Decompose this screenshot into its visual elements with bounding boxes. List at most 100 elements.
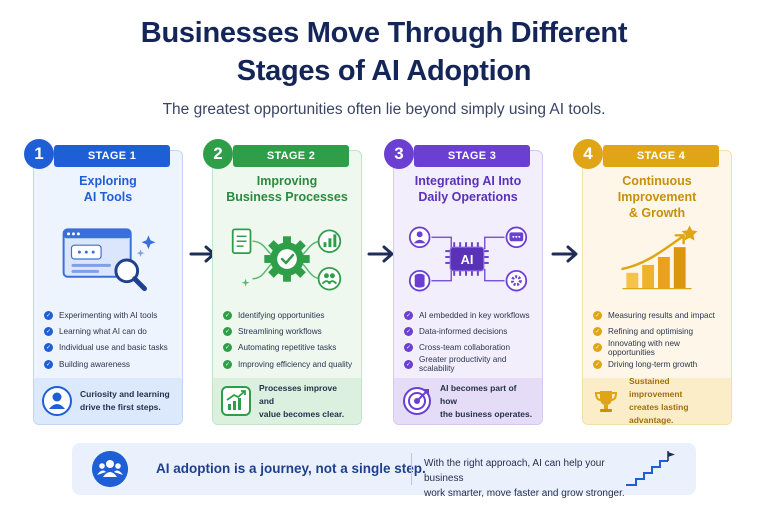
page-title: Businesses Move Through Different Stages… — [0, 14, 768, 90]
stage-4-number: 4 — [573, 139, 603, 169]
team-icon — [92, 451, 128, 487]
title-line-2: Stages of AI Adoption — [236, 55, 532, 87]
footer-line-1: Processes improve and — [259, 382, 337, 406]
person-icon — [42, 386, 72, 416]
footer-line-2: the business operates. — [440, 408, 533, 419]
stage-4-title-line-1: Continuous Improvement — [617, 174, 697, 204]
stage-3-tag: STAGE 3 — [414, 145, 530, 167]
bullet-text: Learning what AI can do — [59, 326, 147, 336]
stage-2-footer: Processes improve and value becomes clea… — [213, 378, 361, 424]
stage-3-bullets: ✓ AI embedded in key workflows ✓Data-info… — [404, 307, 538, 374]
stage-2-bullets: ✓ Identifying opportunities ✓ Streamlining… — [223, 307, 357, 372]
check-icon: ✓ — [593, 359, 602, 369]
bullet-text: Streamlining workflows — [238, 326, 322, 336]
stage-2-title: Improving Business Processes — [213, 173, 361, 205]
list-item: ✓ Identifying opportunities — [223, 307, 357, 323]
subtitle: The greatest opportunities often lie bey… — [162, 101, 606, 118]
list-item: ✓Individual use and basic tasks — [44, 340, 178, 356]
bullet-text: Identifying opportunities — [238, 310, 325, 320]
check-icon: ✓ — [223, 310, 232, 320]
list-item: ✓ Automating repetitive tasks — [223, 340, 357, 356]
stage-2-footer-text: Processes improve and value becomes clea… — [259, 382, 353, 421]
check-icon: ✓ — [44, 310, 53, 320]
stage-3-title-line-1: Integrating AI Into — [414, 174, 522, 188]
title-line-1: Businesses Move Through Different — [140, 17, 628, 49]
ai-chip-label: AI — [461, 252, 474, 267]
footer-line-1: Sustained improvement — [629, 376, 683, 399]
list-item: ✓ Experimenting with AI tools — [44, 307, 178, 323]
bullet-text: Individual use and basic tasks — [59, 343, 168, 353]
stage-2-card: 2 STAGE 2 Improving Business Processes — [203, 139, 362, 425]
stage-1-footer-text: Curiosity and learning drive the first s… — [80, 388, 170, 414]
check-icon: ✓ — [404, 359, 413, 369]
stage-4-title-line-2: & Growth — [628, 206, 686, 220]
trophy-icon — [594, 391, 618, 412]
bullet-text: Innovating with new opportunities — [608, 338, 680, 357]
list-item: ✓ Driving long-term growth — [593, 356, 727, 372]
journey-banner: AI adoption is a journey, not a single s… — [72, 443, 696, 499]
bullet-text: Experimenting with AI tools — [59, 310, 158, 320]
growth-chart-icon — [221, 386, 251, 416]
list-item: ✓ Learning what AI can do — [44, 323, 178, 339]
bullet-text: Cross-team collaboration — [419, 343, 511, 353]
list-item: ✓ AI embedded in key workflows — [404, 307, 538, 323]
gear-process-illustration — [213, 219, 361, 299]
stage-3-footer-text: AI becomes part of how the business oper… — [440, 382, 534, 421]
stage-1-bullets: ✓ Experimenting with AI tools ✓ Learning w… — [44, 307, 178, 372]
bullet-text: Measuring results and impact — [608, 310, 715, 320]
arrow-right-icon — [367, 245, 394, 263]
stage-3-card: 3 STAGE 3 Integrating AI Into Daily Oper… — [384, 139, 543, 425]
stage-1-number: 1 — [24, 139, 54, 169]
target-icon — [403, 387, 431, 415]
banner-side-line-1: With the right approach, AI can help you… — [424, 458, 605, 484]
bullet-text: Driving long-term growth — [608, 359, 698, 369]
check-icon: ✓ — [593, 343, 602, 353]
stage-1-tag: STAGE 1 — [54, 145, 170, 167]
ai-chip-network-illustration: AI — [394, 219, 542, 299]
list-item: ✓ Greater productivity and scalability — [404, 355, 538, 374]
check-icon: ✓ — [404, 326, 413, 336]
stage-4-tag: STAGE 4 — [603, 145, 719, 167]
footer-line-2: drive the first steps. — [80, 402, 161, 412]
stage-2-title-line-2: Business Processes — [226, 190, 348, 204]
list-item: ✓ Measuring results and impact — [593, 307, 727, 323]
stage-4-footer: Sustained improvement creates lasting ad… — [583, 375, 731, 427]
check-icon: ✓ — [404, 343, 413, 353]
check-icon: ✓ — [44, 359, 53, 369]
footer-line-1: AI becomes part of how — [440, 382, 517, 406]
stage-3-footer: AI becomes part of how the business oper… — [394, 378, 542, 424]
stage-3-number: 3 — [384, 139, 414, 169]
bullet-text: Greater productivity and scalability — [419, 355, 507, 374]
footer-line-2: creates lasting advantage. — [629, 402, 689, 425]
arrow-right-icon — [551, 245, 578, 263]
banner-side-line-2: work smarter, move faster and grow stron… — [424, 488, 625, 499]
stage-4-card: 4 STAGE 4 Continuous Improvement & Growt… — [573, 139, 732, 427]
stage-4-footer-text: Sustained improvement creates lasting ad… — [629, 375, 723, 427]
stage-3-title-line-2: Daily Operations — [418, 190, 518, 204]
check-icon: ✓ — [223, 359, 232, 369]
stairs-flag-icon — [626, 451, 675, 486]
list-item: ✓Data-informed decisions — [404, 323, 538, 339]
check-icon: ✓ — [223, 343, 232, 353]
check-icon: ✓ — [223, 326, 232, 336]
list-item: ✓ Innovating with new opportunities — [593, 338, 727, 357]
bullet-text: Building awareness — [59, 359, 131, 369]
check-icon: ✓ — [593, 310, 602, 320]
bullet-text: Refining and optimising — [608, 326, 694, 336]
footer-line-1: Curiosity and learning — [80, 389, 170, 399]
check-icon: ✓ — [404, 310, 413, 320]
check-icon: ✓ — [44, 326, 53, 336]
bullet-text: Automating repetitive tasks — [238, 343, 337, 353]
browser-magnifier-illustration — [34, 219, 182, 299]
bullet-text: AI embedded in key workflows — [419, 310, 530, 320]
banner-divider — [411, 453, 412, 485]
list-item: ✓ Cross-team collaboration — [404, 340, 538, 356]
stage-1-title-line-2: AI Tools — [83, 190, 133, 204]
stage-1-card: 1 STAGE 1 Exploring AI Tools ✓ Experiment… — [24, 139, 183, 425]
stage-2-title-line-1: Improving — [256, 174, 318, 188]
stage-1-title: Exploring AI Tools — [34, 173, 182, 205]
list-item: ✓ Refining and optimising — [593, 323, 727, 339]
stage-1-title-line-1: Exploring — [79, 174, 137, 188]
check-icon: ✓ — [593, 326, 602, 336]
bullet-text: Improving efficiency and quality — [238, 359, 353, 369]
